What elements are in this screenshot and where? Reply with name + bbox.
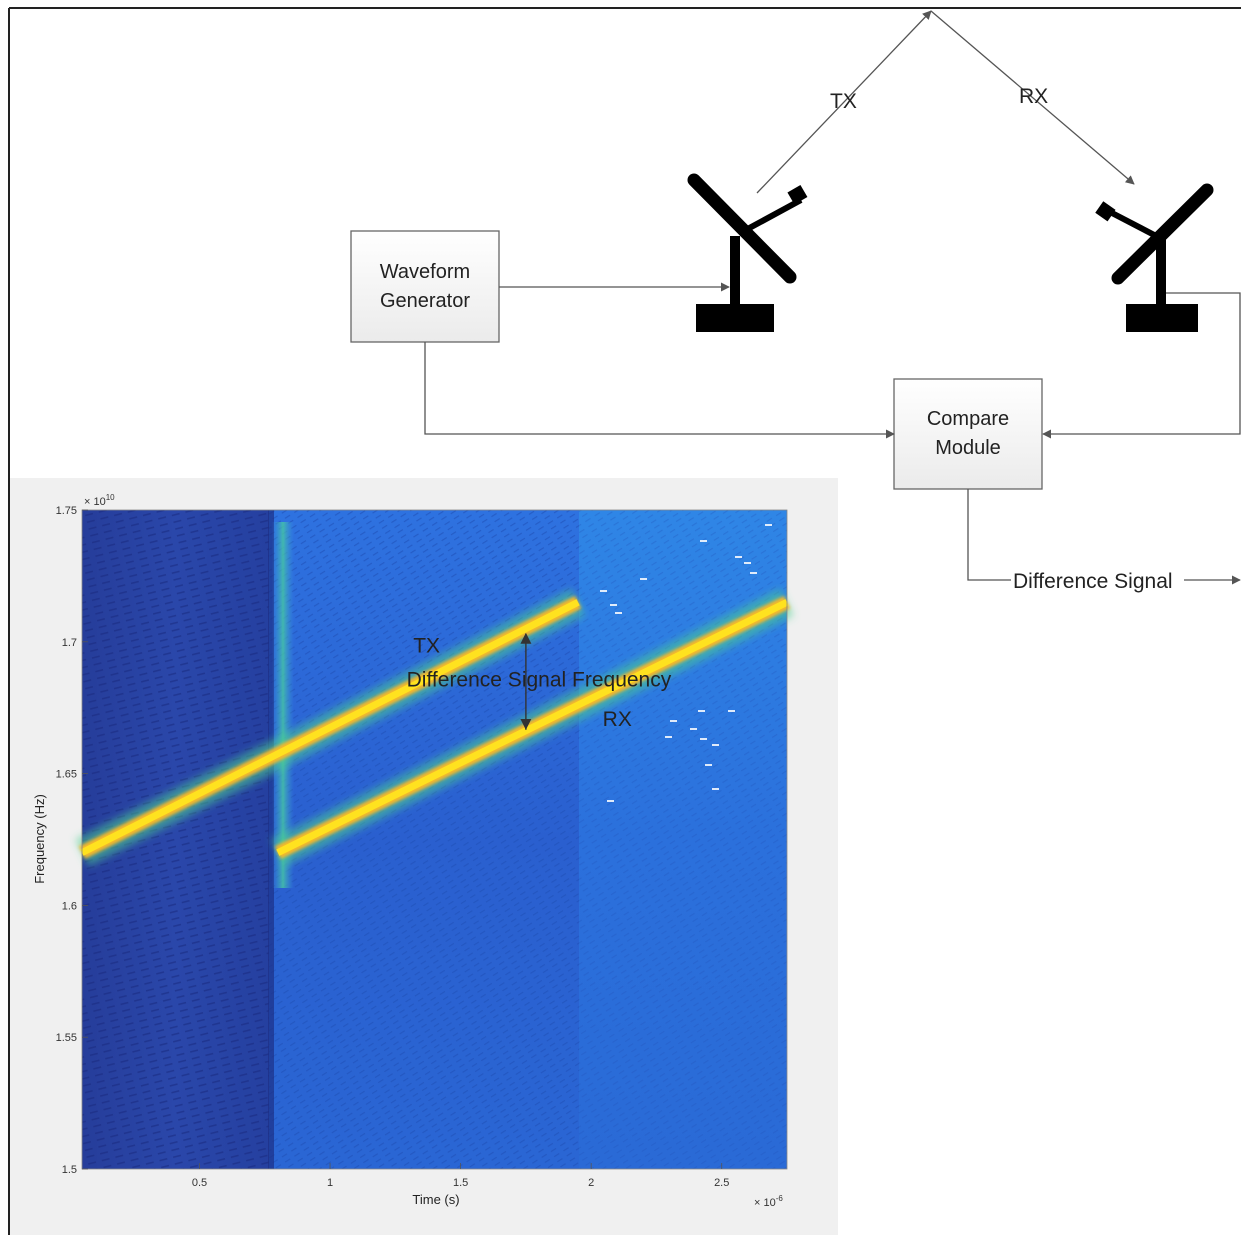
compare-output-connector bbox=[967, 489, 1011, 581]
compare-module-block: Compare Module bbox=[893, 378, 1043, 490]
waveform-generator-line1: Waveform bbox=[380, 261, 470, 283]
noise-speckle bbox=[712, 744, 719, 746]
y-axis-multiplier: × 1010 bbox=[84, 493, 115, 508]
noise-speckle bbox=[700, 540, 707, 542]
noise-speckle bbox=[765, 524, 772, 526]
spectrogram-plot bbox=[82, 510, 787, 1169]
x-tick-label: 2 bbox=[588, 1177, 594, 1189]
x-axis: 0.5 1 1.5 2 2.5 bbox=[192, 1163, 729, 1189]
rx-trace-core bbox=[276, 599, 789, 856]
annotation-1: RX bbox=[603, 708, 632, 731]
noise-speckle bbox=[600, 590, 607, 592]
generator-to-compare-connector bbox=[424, 342, 895, 439]
noise-speckle bbox=[640, 578, 647, 580]
y-tick-label: 1.55 bbox=[56, 1032, 77, 1044]
x-tick-label: 2.5 bbox=[714, 1177, 729, 1189]
noise-speckle bbox=[698, 710, 705, 712]
transient-column bbox=[272, 522, 294, 888]
y-axis-label: Frequency (Hz) bbox=[32, 794, 47, 884]
dish-antenna-icon bbox=[1095, 183, 1214, 332]
rx-to-compare-connector bbox=[1042, 292, 1241, 439]
x-axis-multiplier: × 10-6 bbox=[754, 1194, 783, 1209]
y-tick-label: 1.65 bbox=[56, 769, 77, 781]
chart-annotations: TX RX Difference Signal Frequency bbox=[407, 632, 672, 731]
x-tick-label: 0.5 bbox=[192, 1177, 207, 1189]
y-tick-label: 1.75 bbox=[56, 505, 77, 517]
noise-speckle bbox=[690, 728, 697, 730]
plot-frame bbox=[81, 509, 788, 1170]
rx-beam bbox=[930, 10, 1135, 185]
annotation-0: TX bbox=[413, 634, 440, 657]
noise-speckle bbox=[670, 720, 677, 722]
noise-speckle bbox=[665, 736, 672, 738]
tx-beam bbox=[756, 10, 932, 194]
noise-speckle bbox=[700, 738, 707, 740]
noise-speckle bbox=[607, 800, 614, 802]
y-tick-label: 1.7 bbox=[62, 637, 77, 649]
noise-speckle bbox=[615, 612, 622, 614]
dish-antenna-icon bbox=[687, 173, 808, 332]
y-tick-label: 1.5 bbox=[62, 1164, 77, 1176]
y-tick-label: 1.6 bbox=[62, 900, 77, 912]
noise-speckle bbox=[735, 556, 742, 558]
tx-path-label: TX bbox=[830, 90, 857, 113]
annotation-2: Difference Signal Frequency bbox=[407, 669, 672, 692]
noise-speckle bbox=[750, 572, 757, 574]
dark-gap-column bbox=[268, 510, 274, 1169]
tx-trace-core bbox=[80, 599, 580, 856]
compare-module-line1: Compare bbox=[927, 408, 1009, 430]
noise-speckle bbox=[744, 562, 751, 564]
x-axis-label: Time (s) bbox=[412, 1192, 459, 1207]
x-tick-label: 1 bbox=[327, 1177, 333, 1189]
spectrogram-traces bbox=[75, 588, 794, 867]
x-tick-label: 1.5 bbox=[453, 1177, 468, 1189]
noise-speckle bbox=[705, 764, 712, 766]
waveform-generator-line2: Generator bbox=[380, 290, 470, 312]
compare-module-line2: Module bbox=[935, 437, 1001, 459]
noise-speckle bbox=[712, 788, 719, 790]
noise-speckle bbox=[728, 710, 735, 712]
waveform-generator-block: Waveform Generator bbox=[350, 230, 500, 343]
rx-path-label: RX bbox=[1019, 85, 1048, 108]
noise-speckle bbox=[610, 604, 617, 606]
noise-speckles bbox=[600, 524, 772, 802]
y-axis: 1.5 1.55 1.6 1.65 1.7 1.75 bbox=[56, 505, 88, 1176]
difference-signal-label: Difference Signal bbox=[1013, 570, 1173, 593]
